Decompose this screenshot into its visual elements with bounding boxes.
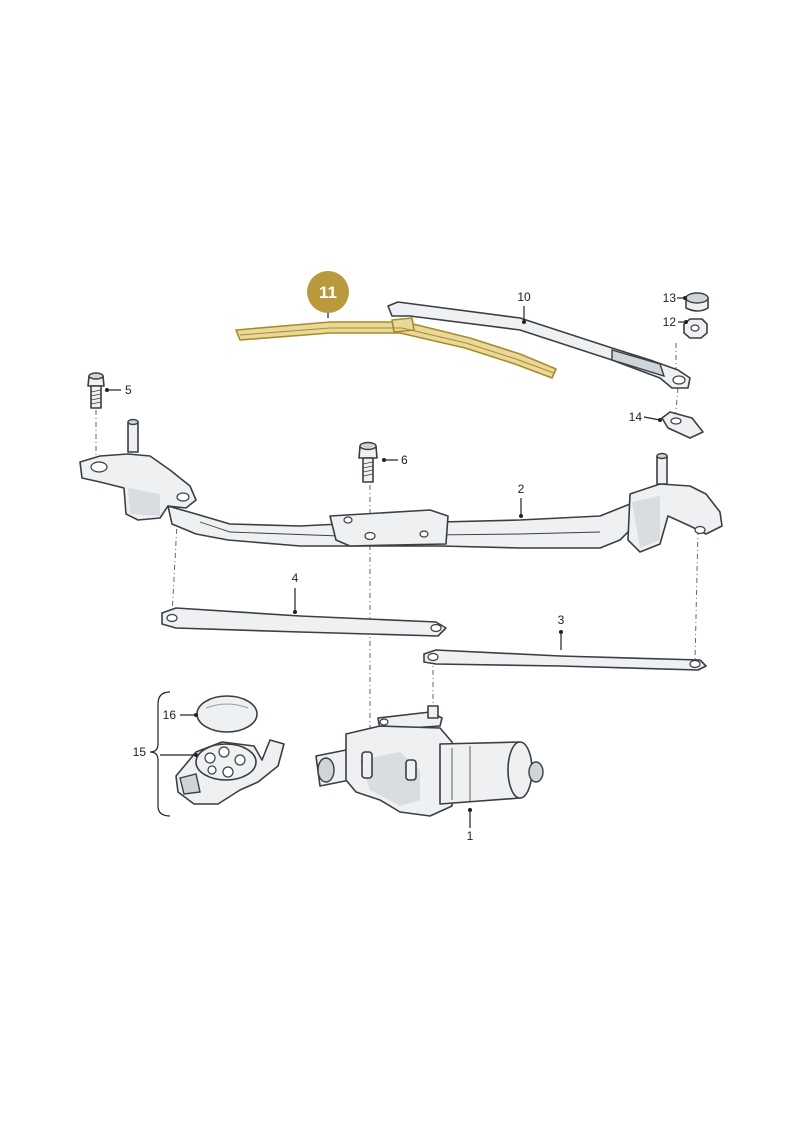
callout-15: 15 [133, 745, 147, 759]
callout-3: 3 [558, 613, 565, 627]
callout-2: 2 [518, 482, 525, 496]
callout-labels: 11 5 6 10 13 12 14 2 4 3 16 15 1 [125, 271, 676, 843]
callout-13: 13 [663, 291, 677, 305]
bolt-6[interactable] [358, 441, 378, 483]
hex-nut[interactable] [683, 318, 708, 339]
callout-1: 1 [467, 829, 474, 843]
callout-12: 12 [663, 315, 677, 329]
wiper-frame[interactable] [79, 418, 723, 553]
bolt-5[interactable] [87, 372, 105, 409]
callout-10: 10 [517, 290, 531, 304]
nut-cap[interactable] [685, 292, 709, 312]
wiper-arm[interactable] [387, 301, 691, 389]
linkage-rod-4[interactable] [161, 607, 447, 637]
callout-6: 6 [401, 453, 408, 467]
callout-14: 14 [629, 410, 643, 424]
callout-16: 16 [163, 708, 177, 722]
rain-sensor[interactable] [175, 739, 285, 805]
sensor-cover[interactable] [196, 695, 258, 733]
wiper-blade[interactable] [235, 317, 557, 379]
callout-5: 5 [125, 383, 132, 397]
linkage-rod-3[interactable] [423, 649, 707, 671]
leader-lines [105, 296, 688, 828]
wiper-motor[interactable] [315, 705, 544, 817]
callout-11: 11 [319, 283, 337, 302]
part-11-badge[interactable]: 11 [307, 271, 349, 313]
callout-4: 4 [292, 571, 299, 585]
seal-washer[interactable] [661, 411, 704, 439]
